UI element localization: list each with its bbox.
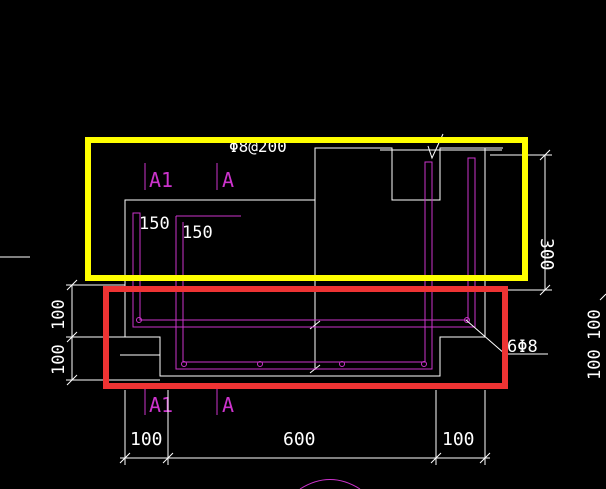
bar-count-label: 6Φ8 bbox=[507, 337, 538, 357]
rebar-dot bbox=[136, 317, 142, 323]
bottom-dim-label-left: 100 bbox=[130, 429, 163, 450]
bottom-dim-label-right: 100 bbox=[442, 429, 475, 450]
section-label-a1-bottom: A1 bbox=[149, 393, 173, 417]
dim-tick bbox=[430, 452, 442, 464]
beam-outline bbox=[124, 147, 503, 377]
offset-label-2: 150 bbox=[182, 223, 213, 243]
rebar-outer-stirrup bbox=[132, 157, 476, 328]
dim-tick bbox=[66, 374, 78, 386]
bottom-dim-label-middle: 600 bbox=[283, 429, 316, 450]
dim-tick bbox=[479, 452, 491, 464]
rebar-inner-stirrup bbox=[175, 161, 433, 370]
dim-tick bbox=[539, 284, 551, 296]
right-edge-dim-label-bottom: 100 bbox=[585, 349, 605, 380]
bar-count-leader bbox=[465, 319, 506, 355]
dim-tick bbox=[162, 452, 174, 464]
dim-tick bbox=[539, 149, 551, 161]
rebar-dot bbox=[464, 317, 470, 323]
edge-tick bbox=[599, 293, 606, 301]
rebar-dot bbox=[181, 361, 187, 367]
highlight-box-yellow bbox=[85, 137, 528, 281]
right-edge-dim-label-top: 100 bbox=[585, 309, 605, 340]
left-dim-label-bottom: 100 bbox=[49, 344, 69, 375]
section-label-a1-top: A1 bbox=[149, 168, 173, 192]
section-label-a-bottom: A bbox=[222, 393, 234, 417]
section-label-a-top: A bbox=[222, 168, 234, 192]
partial-circle bbox=[299, 479, 361, 489]
rebar-dot bbox=[339, 361, 345, 367]
beam-cut-mark bbox=[309, 320, 321, 330]
highlight-box-red bbox=[103, 286, 508, 389]
dim-tick bbox=[66, 331, 78, 343]
offset-label-1: 150 bbox=[139, 214, 170, 234]
rebar-dot bbox=[257, 361, 263, 367]
left-dim-label-top: 100 bbox=[49, 299, 69, 330]
dim-tick bbox=[66, 279, 78, 291]
rebar-dot bbox=[421, 361, 427, 367]
dim-tick bbox=[119, 452, 131, 464]
height-dim-label: 300 bbox=[536, 238, 557, 271]
